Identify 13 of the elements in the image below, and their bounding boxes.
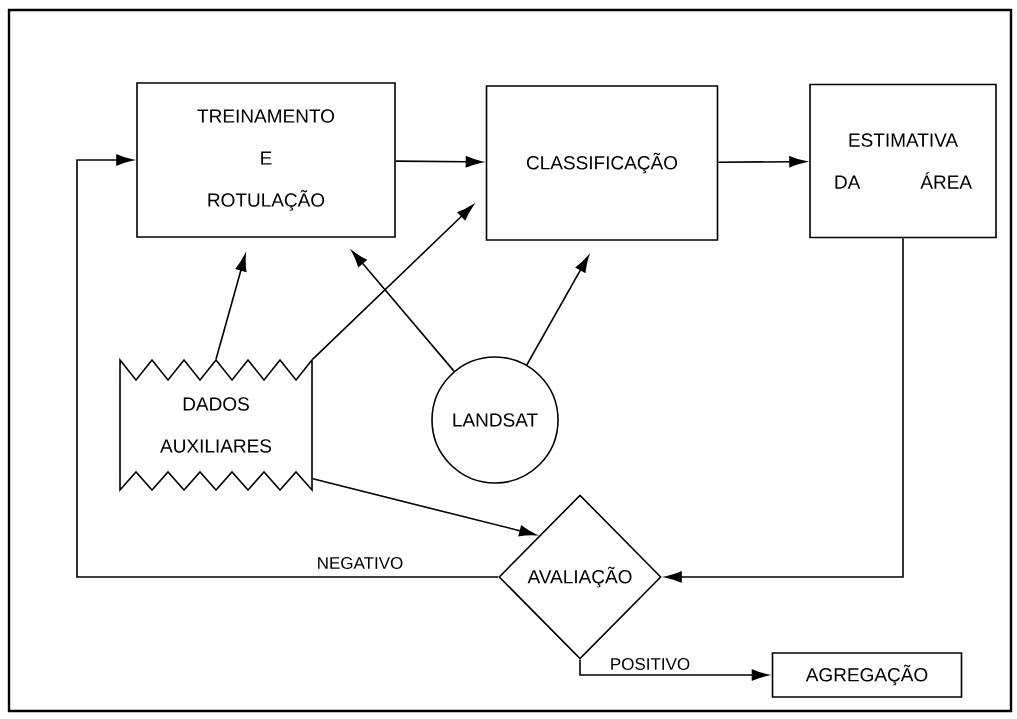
arrow — [665, 237, 904, 583]
edge-label: NEGATIVO — [315, 555, 405, 570]
arrow — [526, 255, 589, 366]
process-box: AGREGAÇÃO — [771, 652, 963, 698]
arrow — [351, 250, 455, 372]
process-box: TREINAMENTO E ROTULAÇÃO — [136, 82, 396, 238]
arrow — [579, 659, 769, 681]
arrow — [312, 204, 474, 360]
process-box: ESTIMATIVA DA ÁREA — [809, 83, 997, 239]
arrow — [395, 156, 483, 168]
arrow — [215, 254, 247, 360]
arrow — [76, 154, 499, 578]
process-box: CLASSIFICAÇÃO — [485, 85, 719, 241]
